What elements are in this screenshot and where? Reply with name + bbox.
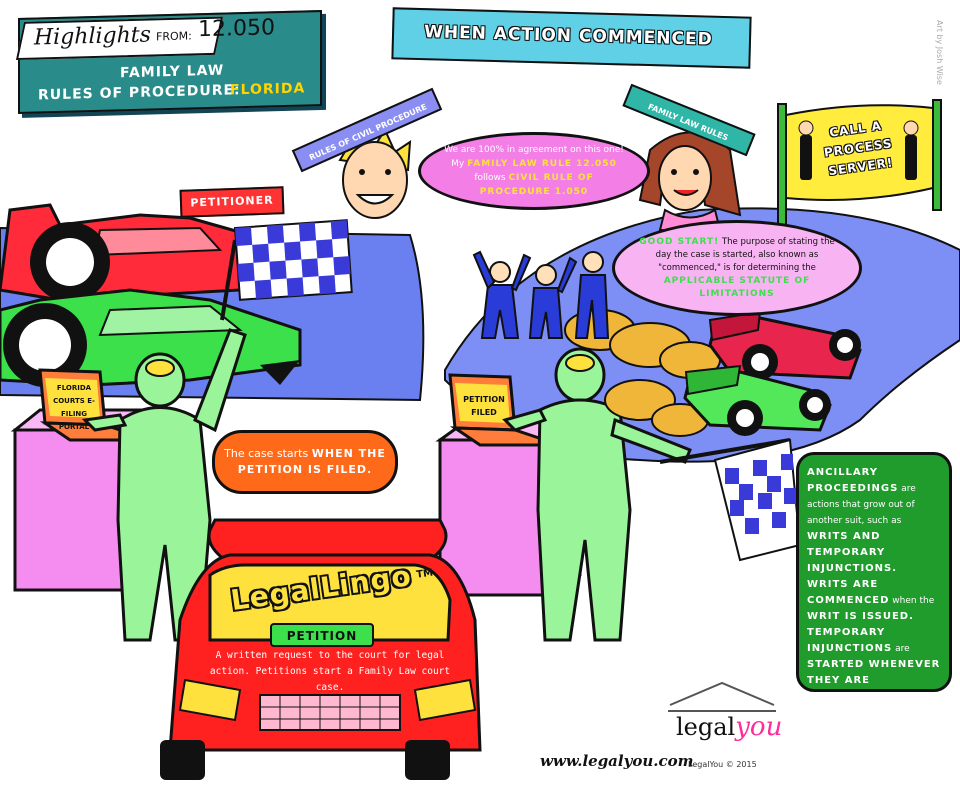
laptop-right: [448, 373, 561, 447]
laptop-left: [38, 368, 151, 442]
ancillary-term: ANCILLARY PROCEEDINGS: [807, 467, 899, 494]
official-left: [81, 328, 247, 642]
checkered-flag-left: [220, 219, 353, 321]
temporary-injunctions-term: TEMPORARY INJUNCTIONS: [807, 627, 893, 654]
good-start-speech-bubble: GOOD START! The purpose of stating the d…: [612, 220, 862, 316]
started-when-requested: STARTED WHENEVER THEY ARE REQUESTED: [807, 659, 941, 702]
statute-of-limitations-term: APPLICABLE STATUTE OF LIMITATIONS: [663, 275, 811, 299]
petitioner-ribbon: PETITIONER: [179, 186, 285, 218]
petition-term-plate: PETITION: [270, 623, 374, 647]
checkered-flag-right: [659, 438, 802, 562]
agreement-rule-1: FAMILY LAW RULE 12.050: [467, 159, 617, 169]
laptop-left-screen: FLORIDA COURTS E-FILING PORTAL: [48, 380, 100, 432]
e-filing-portal-label: FLORIDA COURTS E-FILING PORTAL: [53, 384, 95, 431]
laptop-right-screen: PETITION FILED: [458, 392, 510, 418]
filed-text: The case starts: [224, 447, 309, 460]
trademark: TM: [415, 567, 434, 581]
red-race-car-left: [0, 203, 252, 302]
writs-when: when the: [892, 596, 935, 606]
legalyou-logo: legalyou: [676, 712, 782, 742]
highlights-text: Highlights: [34, 22, 151, 51]
title-state: FLORIDA: [230, 80, 306, 99]
green-race-car-right: [683, 364, 832, 436]
banner-title: WHEN ACTION COMMENCED: [423, 22, 713, 50]
process-server-text: CALL A PROCESS SERVER!: [814, 113, 901, 181]
highlights-panel: Highlights FROM: 12.050 FAMILY LAW RULES…: [15, 10, 322, 114]
petition-filed-label: PETITION FILED: [463, 395, 505, 417]
writ-issued: WRIT IS ISSUED.: [807, 611, 914, 622]
writs-term: WRITS AND TEMPORARY INJUNCTIONS. WRITS A…: [807, 531, 898, 606]
petition-definition-text: A written request to the court for legal…: [209, 650, 451, 693]
in-a-pleading: in a pleading.: [807, 692, 903, 718]
good-start-lead: GOOD START!: [639, 236, 720, 247]
logo-you: you: [735, 712, 783, 742]
petition-filed-speech-bubble: The case starts WHEN THE PETITION IS FIL…: [212, 430, 398, 494]
agreement-intro: We are 100% in agreement on this one! My: [444, 145, 624, 169]
when-action-commenced-banner: WHEN ACTION COMMENCED: [391, 7, 752, 69]
petition-term: PETITION: [286, 629, 358, 643]
woman-character: [638, 131, 742, 231]
legallingo-car: [160, 518, 482, 780]
agreement-rule-2: CIVIL RULE OF PROCEDURE 1.050: [479, 173, 594, 197]
petitioner-text: PETITIONER: [190, 193, 274, 210]
website-url: www.legalyou.com: [540, 752, 694, 770]
process-server-flag: [777, 99, 942, 235]
process-server-label: CALL A PROCESS SERVER!: [823, 118, 895, 179]
rule-number: 12.050: [198, 15, 275, 43]
agreement-mid: follows: [474, 173, 506, 183]
agreement-speech-bubble: We are 100% in agreement on this one! My…: [418, 132, 650, 210]
from-label: FROM:: [156, 29, 192, 44]
petition-definition: A written request to the court for legal…: [196, 646, 464, 694]
copyright: LegalYou © 2015: [688, 760, 757, 769]
logo-legal: legal: [676, 713, 736, 741]
injunctions-are: are: [895, 644, 910, 654]
pit-crew: [472, 250, 610, 339]
title-line-1: FAMILY LAW: [120, 62, 225, 82]
good-start-text: The purpose of stating the day the case …: [655, 236, 835, 273]
legalyou-house-icon: [668, 681, 776, 712]
ancillary-def: are actions that grow out of another sui…: [807, 484, 916, 526]
filed-strong: WHEN THE PETITION IS FILED.: [237, 447, 386, 476]
title-line-2: RULES OF PROCEDURE:: [38, 82, 241, 104]
ancillary-proceedings-box: ANCILLARY PROCEEDINGS are actions that g…: [796, 452, 952, 718]
art-credit: Art by Josh Wise: [935, 20, 944, 85]
red-race-car-right: [708, 310, 862, 380]
